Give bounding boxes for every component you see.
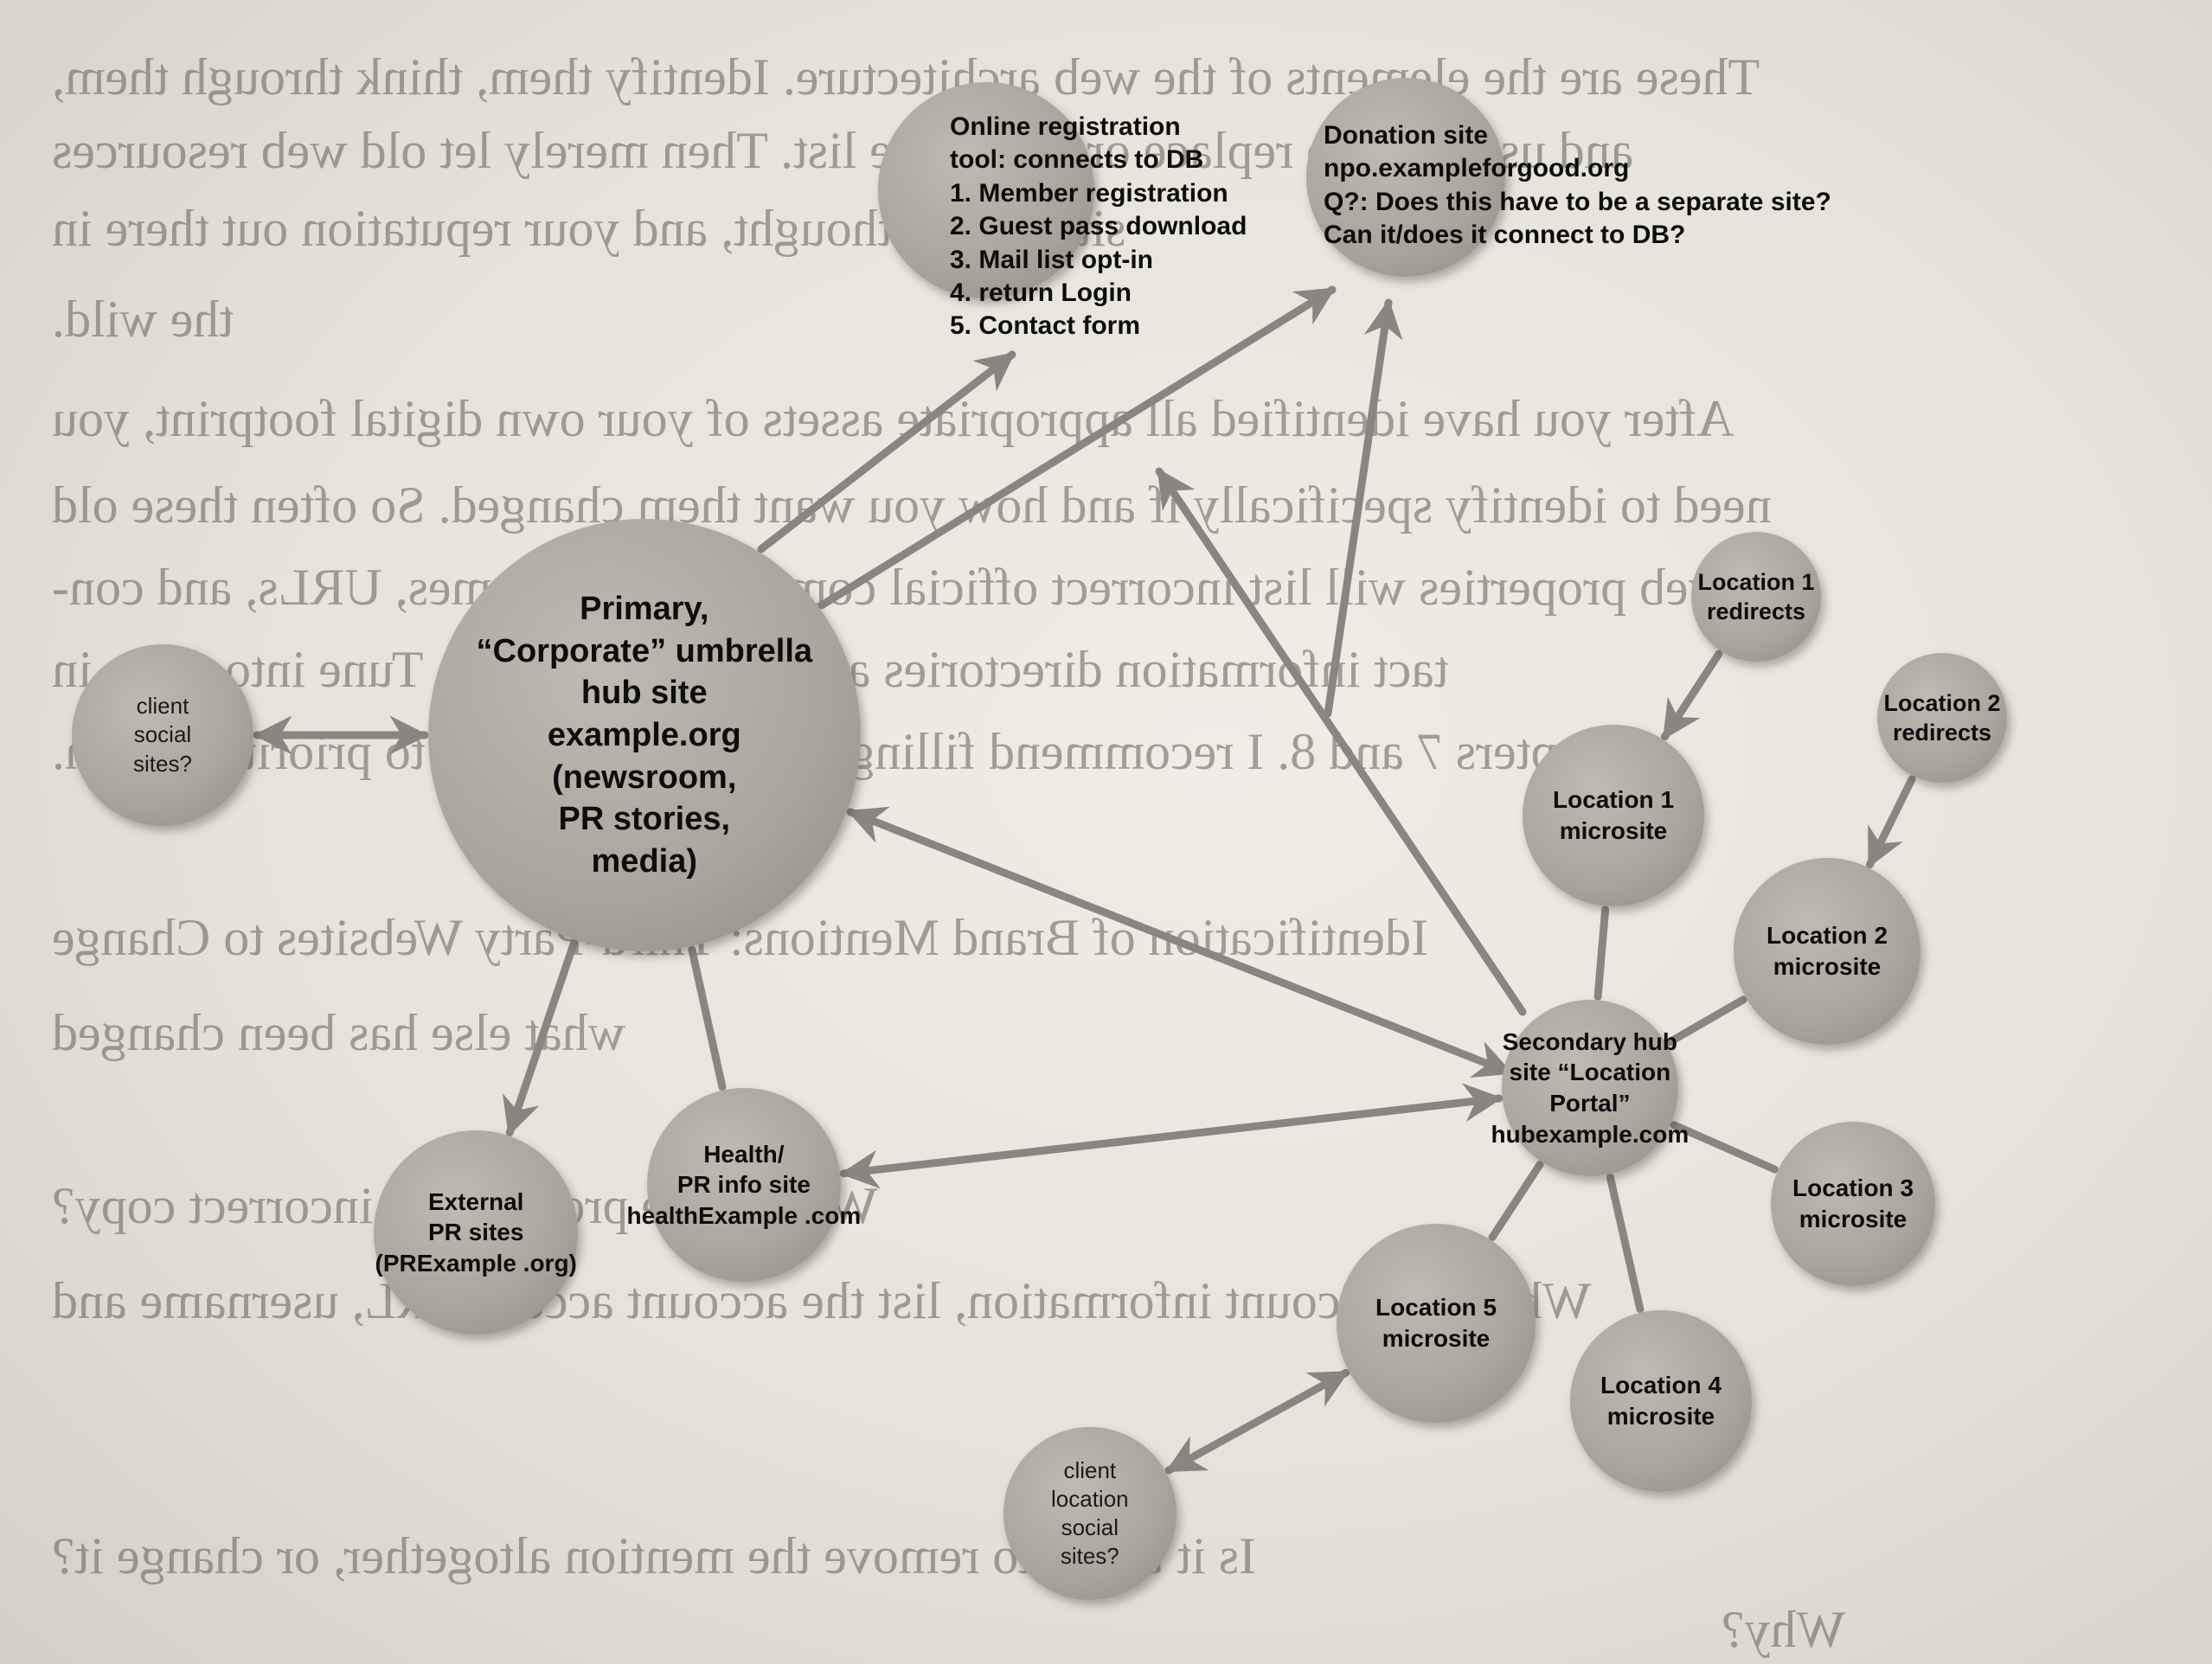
node-donation	[1306, 78, 1505, 277]
node-label-line: 4. return Login	[950, 278, 1132, 307]
node-label-line: sites?	[1060, 1543, 1119, 1570]
node-label-loc4-micro: Location 4 microsite	[1600, 1370, 1722, 1432]
node-loc3-micro	[1771, 1122, 1935, 1286]
node-label-line: Location 3	[1792, 1174, 1914, 1201]
node-label-loc1-micro: Location 1 microsite	[1553, 784, 1674, 847]
node-label-line: microsite	[1773, 952, 1882, 980]
node-label-line: redirects	[1706, 598, 1806, 625]
node-label-line: client	[1063, 1456, 1117, 1483]
edge-loc2-redirects-to-loc2-micro	[1865, 775, 1916, 869]
node-label-line: Location 2	[1766, 922, 1888, 949]
node-label-line: External	[427, 1187, 524, 1215]
edge-primary-to-external-pr	[502, 939, 578, 1136]
node-label-line: 1. Member registration	[950, 178, 1228, 208]
node-label-line: Location 4	[1600, 1372, 1722, 1398]
edge-loc5-micro-to-client-loc-social	[1164, 1368, 1350, 1475]
node-label-line: Health/	[703, 1140, 785, 1168]
edge-primary-to-health	[688, 945, 727, 1091]
node-label-loc2-redirects: Location 2 redirects	[1884, 688, 2001, 748]
node-loc4-micro	[1570, 1310, 1752, 1492]
node-label-line: 3. Mail list opt-in	[950, 245, 1154, 274]
node-label-line: microsite	[1382, 1324, 1491, 1352]
node-label-line: social	[1061, 1514, 1119, 1541]
node-label-line: 5. Contact form	[950, 311, 1141, 341]
edge-secondary-to-loc3-micro	[1670, 1121, 1779, 1174]
node-label-line: Q?: Does this have to be a separate site…	[1324, 187, 1831, 216]
node-label-line: microsite	[1559, 816, 1668, 844]
node-loc5-micro	[1337, 1224, 1536, 1423]
node-label-line: Secondary hub	[1502, 1027, 1677, 1055]
edge-secondary-to-primary	[846, 806, 1514, 1078]
node-label-line: example.org	[547, 716, 741, 753]
node-label-line: sites?	[133, 750, 192, 777]
node-label-loc5-micro: Location 5 microsite	[1375, 1292, 1497, 1354]
node-loc2-micro	[1734, 858, 1920, 1045]
edge-secondary-to-loc2-micro	[1665, 995, 1747, 1046]
node-label-line: 2. Guest pass download	[950, 212, 1247, 241]
node-label-line: Portal”	[1549, 1090, 1631, 1117]
edge-loc1-redirects-to-loc1-micro	[1661, 650, 1723, 741]
node-health	[647, 1088, 841, 1282]
node-label-loc1-redirects: Location 1 redirects	[1698, 567, 1815, 627]
node-label-line: client	[136, 693, 189, 719]
edge-secondary-to-health	[839, 1083, 1504, 1189]
node-label-line: site “Location	[1509, 1059, 1671, 1086]
node-label-health: Health/PR info site healthExample .com	[627, 1139, 862, 1232]
node-label-external-pr: External PR sites (PRExample .org)	[375, 1187, 577, 1279]
node-label-line: Location 2	[1883, 689, 2001, 716]
node-loc1-micro	[1523, 725, 1704, 906]
node-client-loc-social	[1003, 1427, 1177, 1600]
node-label-line: PR stories,	[558, 801, 731, 838]
node-label-line: (newsroom,	[552, 758, 737, 796]
edge-secondary-to-loc4-micro	[1606, 1173, 1645, 1314]
edge-primary-to-online-reg	[757, 350, 1016, 554]
node-label-line: media)	[591, 842, 697, 880]
node-label-primary: Primary, “Corporate” umbrella hub site exam…	[477, 588, 813, 882]
node-client-social	[72, 644, 253, 826]
node-label-line: “Corporate” umbrella	[476, 632, 813, 669]
node-label-loc2-micro: Location 2 microsite	[1766, 920, 1888, 982]
edge-secondary-to-loc1-micro	[1593, 906, 1610, 1001]
node-label-line: Location 5	[1375, 1294, 1497, 1321]
node-label-line: (PRExample .org)	[375, 1250, 577, 1277]
edge-secondary-to-online-reg	[1155, 467, 1527, 1016]
node-secondary	[1502, 1000, 1678, 1176]
node-label-line: PR sites	[427, 1219, 524, 1246]
node-label-line: location	[1051, 1485, 1129, 1512]
node-label-line: PR info site	[676, 1171, 811, 1199]
node-loc1-redirects	[1691, 532, 1821, 662]
node-label-line: social	[133, 721, 192, 748]
node-label-loc3-micro: Location 3 microsite	[1792, 1173, 1914, 1235]
node-label-line: microsite	[1798, 1205, 1907, 1232]
node-label-line: Can it/does it connect to DB?	[1324, 221, 1686, 250]
node-label-line: healthExample .com	[626, 1202, 862, 1230]
node-label-line: redirects	[1892, 720, 1992, 746]
node-label-line: Primary,	[580, 591, 709, 627]
node-label-line: Donation site	[1324, 121, 1489, 150]
node-label-line: tool: connects to DB	[950, 145, 1204, 175]
node-loc2-redirects	[1877, 653, 2007, 783]
edge-secondary-to-loc5-micro	[1488, 1161, 1544, 1241]
edge-primary-to-donation	[817, 285, 1337, 610]
node-label-line: Online registration	[950, 112, 1181, 141]
node-external-pr	[374, 1130, 578, 1334]
node-label-line: hubexample.com	[1491, 1120, 1689, 1148]
node-online-reg	[878, 82, 1094, 298]
node-label-line: Location 1	[1553, 786, 1675, 813]
node-label-line: microsite	[1606, 1402, 1715, 1430]
node-label-line: hub site	[580, 675, 708, 712]
node-label-line: Location 1	[1697, 568, 1815, 595]
node-label-line: npo.exampleforgood.org	[1324, 154, 1630, 183]
edge-secondary-to-donation	[1324, 298, 1403, 718]
node-primary	[428, 519, 861, 951]
